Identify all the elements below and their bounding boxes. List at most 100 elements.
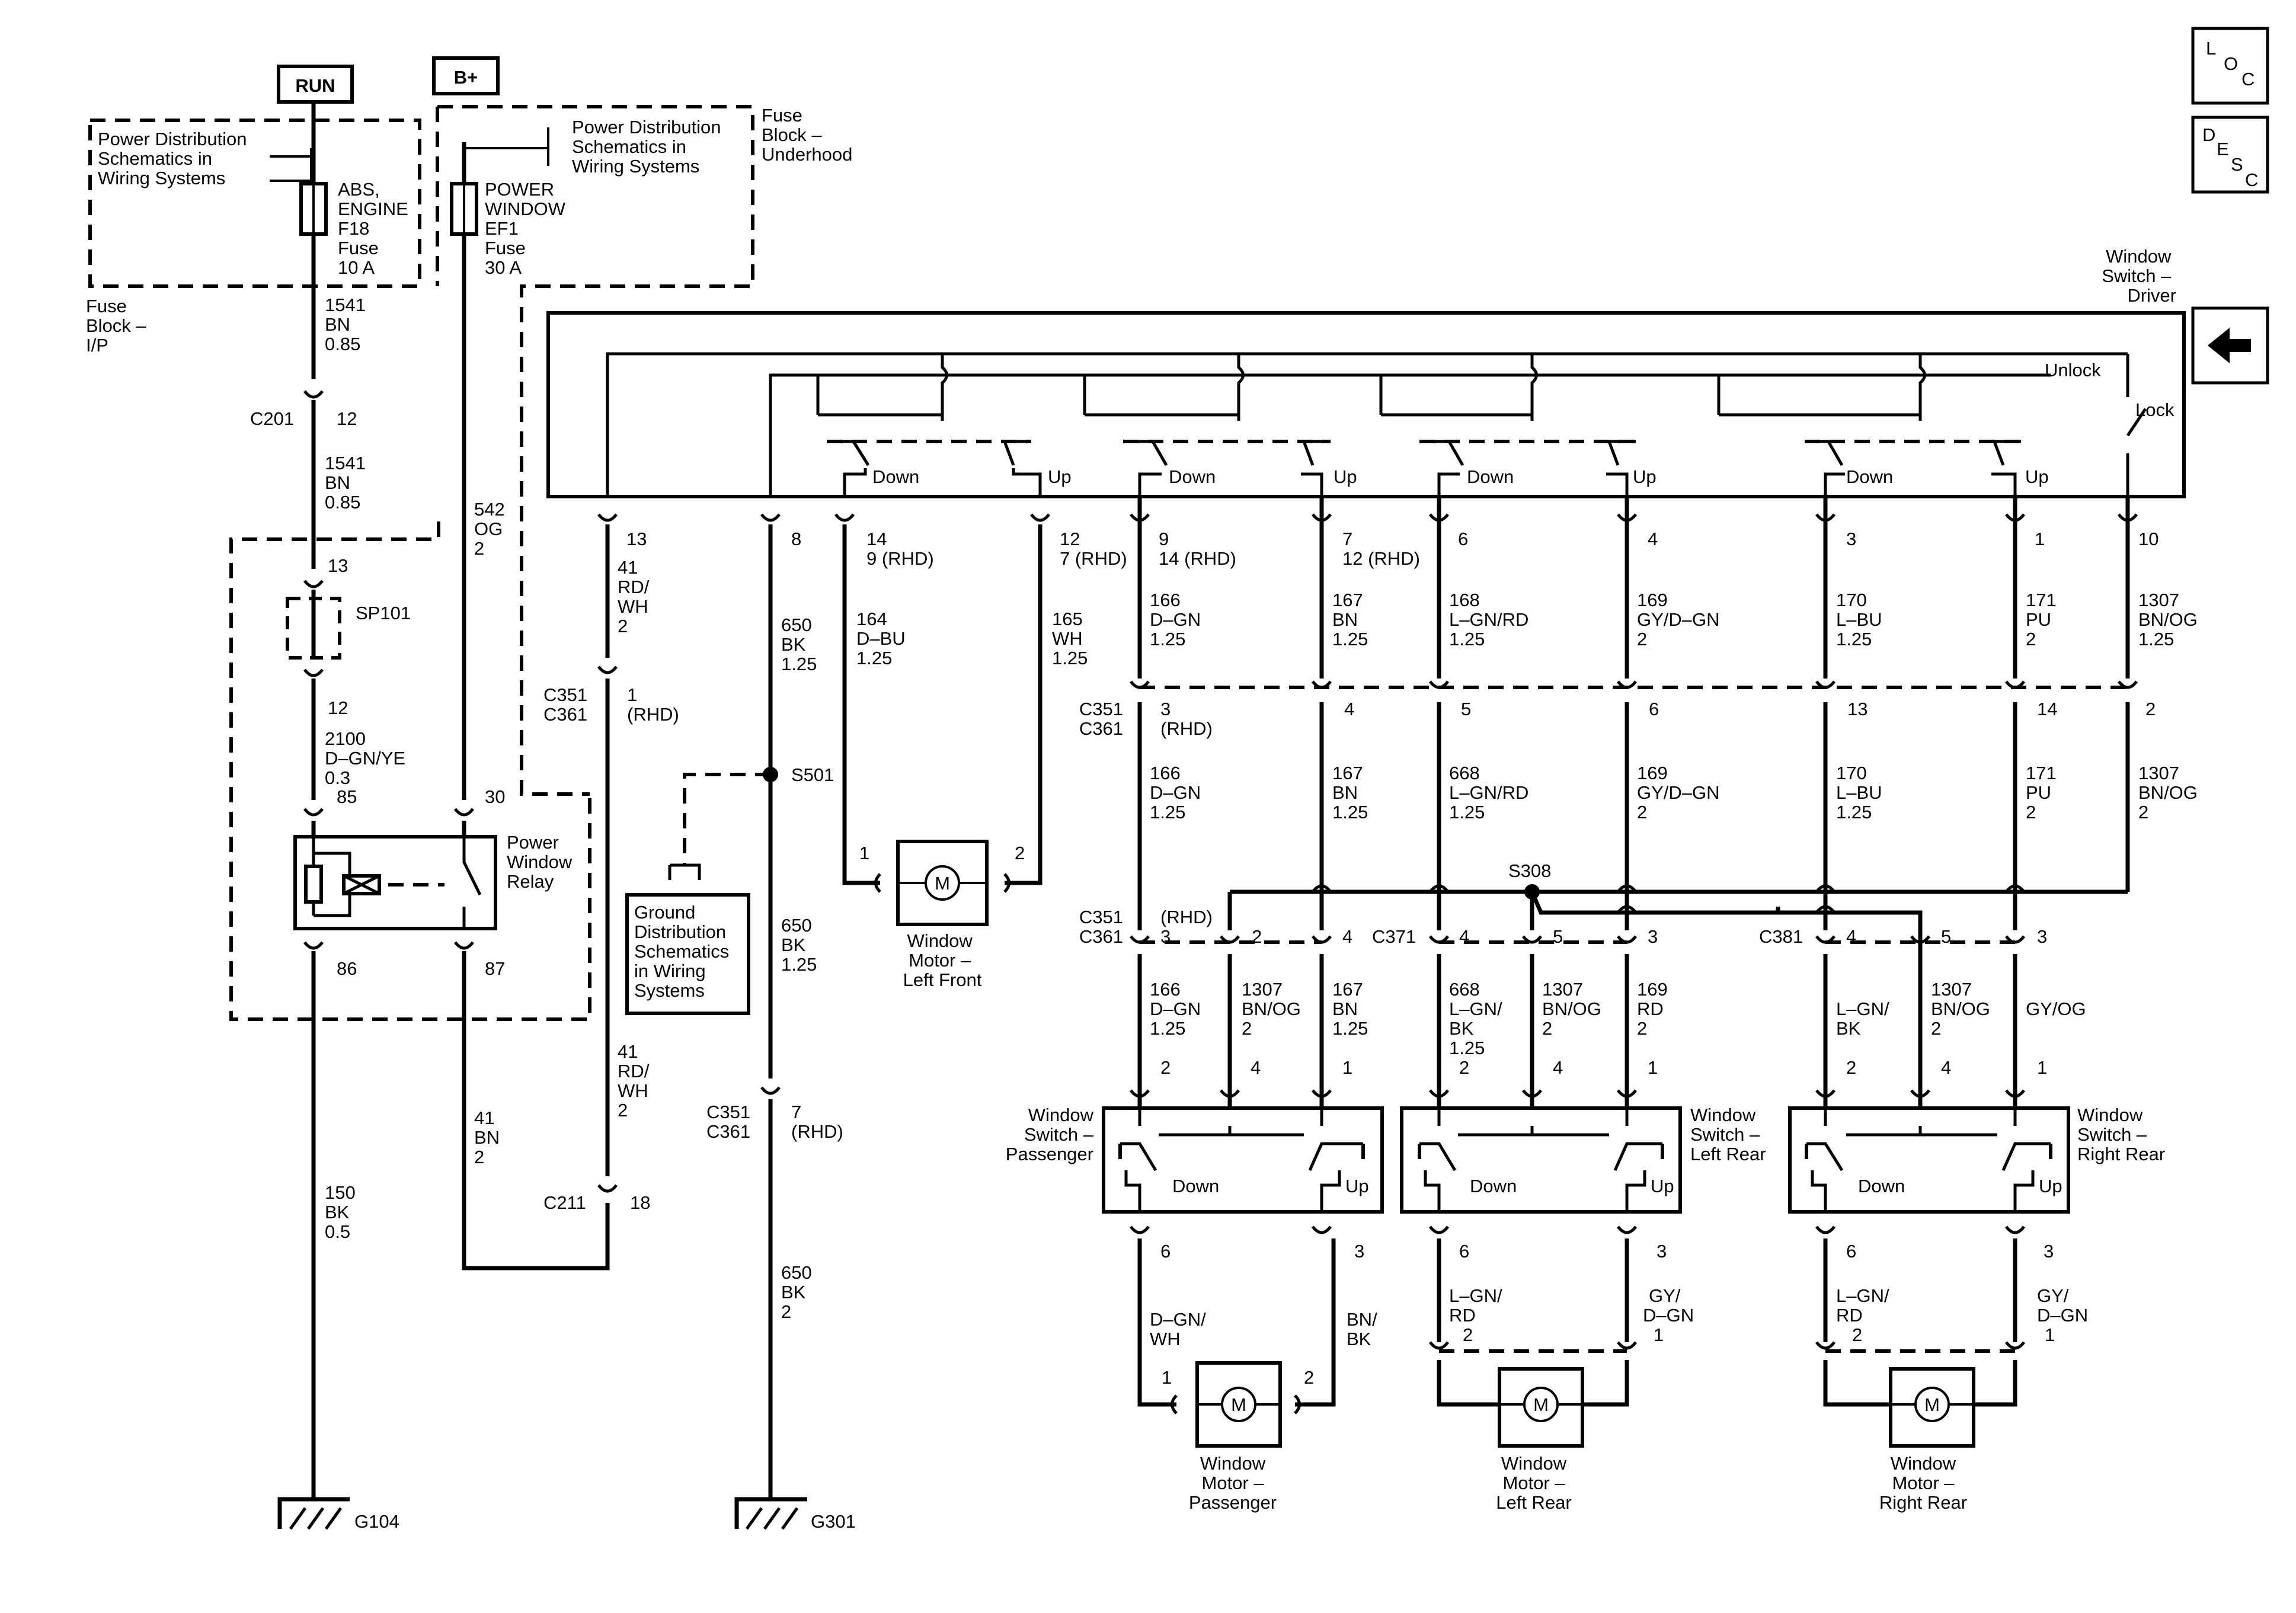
svg-text:M: M bbox=[1924, 1394, 1940, 1415]
svg-text:B+: B+ bbox=[454, 67, 478, 88]
c371-pin: 3 bbox=[1648, 926, 1658, 947]
pass-motor-wire-dgn: D–GN/WH bbox=[1150, 1309, 1206, 1349]
lr-pin-3: 3 bbox=[1657, 1241, 1667, 1262]
lr-switch-pin: 4 bbox=[1553, 1057, 1563, 1078]
lock-label: Lock bbox=[2135, 399, 2175, 420]
left-arrow-icon[interactable] bbox=[2191, 306, 2269, 385]
g104-label: G104 bbox=[354, 1511, 399, 1532]
pass-down-label: Down bbox=[1172, 1176, 1219, 1196]
c351-c361-pin7: C351 C361 bbox=[706, 1102, 756, 1142]
driver-pin-1: 1 bbox=[2035, 529, 2045, 549]
motor-lf-label: Window Motor – Left Front bbox=[903, 930, 982, 990]
c351-pin-1: 1 (RHD) bbox=[627, 684, 679, 725]
c211-pin: 18 bbox=[630, 1192, 650, 1213]
driver-down-label: Down bbox=[1169, 466, 1216, 487]
pass-switch-pin: 4 bbox=[1251, 1057, 1261, 1078]
wire-1541-a: 1541 BN 0.85 bbox=[325, 295, 371, 354]
sp101-splice-pack bbox=[286, 597, 341, 660]
c351-pin: 2 bbox=[2145, 699, 2156, 719]
driver-pin-12: 12 7 (RHD) bbox=[1060, 529, 1127, 569]
driver-up-label: Up bbox=[1048, 466, 1072, 487]
driver-pin-13: 13 bbox=[626, 529, 647, 549]
run-label: RUN bbox=[277, 65, 354, 104]
window-motor-left-rear: M bbox=[1498, 1367, 1584, 1448]
window-motor-left-front: M bbox=[896, 840, 989, 926]
c351-lower-pin: 4 bbox=[1342, 926, 1352, 947]
c351-pin: 13 bbox=[1847, 699, 1868, 719]
loc-letter: C bbox=[2241, 69, 2255, 89]
driver-up-label: Up bbox=[1633, 466, 1657, 487]
c371-pin: 5 bbox=[1553, 926, 1563, 947]
fuse-block-underhood bbox=[437, 105, 754, 796]
c381-pin: 3 bbox=[2037, 926, 2047, 947]
rr-wire-lgn: L–GN/BK bbox=[1836, 998, 1889, 1039]
pass-switch-pin: 1 bbox=[1342, 1057, 1352, 1078]
loc-icon[interactable]: L O C bbox=[2191, 27, 2269, 105]
c351-pin: 14 bbox=[2037, 699, 2057, 719]
relay-pin-85: 85 bbox=[337, 786, 357, 807]
lr-switch-pin: 2 bbox=[1459, 1057, 1469, 1078]
svg-text:RUN: RUN bbox=[295, 75, 335, 96]
rr-pin-6: 6 bbox=[1846, 1241, 1856, 1262]
pass-motor-wire-bn: BN/BK bbox=[1347, 1309, 1377, 1349]
bplus-label: B+ bbox=[432, 56, 500, 95]
pass-motor-wires bbox=[1137, 1238, 1336, 1407]
ground-distribution-ref bbox=[625, 893, 750, 1015]
s308-splice bbox=[1524, 884, 1540, 900]
c351-c361-rhd: C351 C361 bbox=[543, 684, 593, 725]
c211-label: C211 bbox=[543, 1192, 586, 1213]
s308-label: S308 bbox=[1508, 860, 1551, 881]
unlock-label: Unlock bbox=[2045, 360, 2101, 380]
ground-distribution-text: Ground Distribution Schematics in Wiring… bbox=[634, 902, 734, 1001]
c351-pin: 3 bbox=[1160, 699, 1171, 719]
desc-letter: D bbox=[2202, 124, 2215, 145]
c381-pin: 5 bbox=[1941, 926, 1951, 947]
window-switch-left-rear bbox=[1400, 1106, 1682, 1214]
driver-up-label: Up bbox=[1334, 466, 1357, 487]
svg-text:M: M bbox=[1231, 1394, 1246, 1415]
wire-41-a: 41 RD/ WH 2 bbox=[618, 557, 654, 636]
relay-pin-86: 86 bbox=[337, 958, 357, 979]
driver-pin-14: 14 9 (RHD) bbox=[866, 529, 934, 569]
wire-41-bn: 41 BN 2 bbox=[474, 1108, 505, 1167]
wire-650-a: 650 BK 1.25 bbox=[781, 615, 817, 674]
c351-pin: 4 bbox=[1344, 699, 1354, 719]
lower-connector-cups bbox=[1130, 935, 2025, 944]
pass-motor-pin-2: 2 bbox=[1304, 1367, 1314, 1388]
ground-g104-icon bbox=[277, 1497, 350, 1530]
loc-letter: L bbox=[2206, 38, 2216, 59]
lr-switch-pin: 1 bbox=[1648, 1057, 1658, 1078]
desc-icon[interactable]: D E S C bbox=[2191, 116, 2269, 194]
window-motor-right-rear: M bbox=[1889, 1367, 1975, 1448]
window-switch-driver bbox=[546, 311, 2186, 498]
relay-pin-87: 87 bbox=[485, 958, 505, 979]
c351-lower-pin: 3 bbox=[1160, 926, 1171, 947]
c351-lower-pin: 2 bbox=[1252, 926, 1262, 947]
c351-pin-7: 7 (RHD) bbox=[791, 1102, 843, 1142]
sp101-pin-12: 12 bbox=[328, 697, 348, 718]
wire-41-b: 41 RD/ WH 2 bbox=[618, 1041, 654, 1121]
c371-pin: 4 bbox=[1459, 926, 1469, 947]
motor-lf-pin-1: 1 bbox=[859, 843, 869, 863]
